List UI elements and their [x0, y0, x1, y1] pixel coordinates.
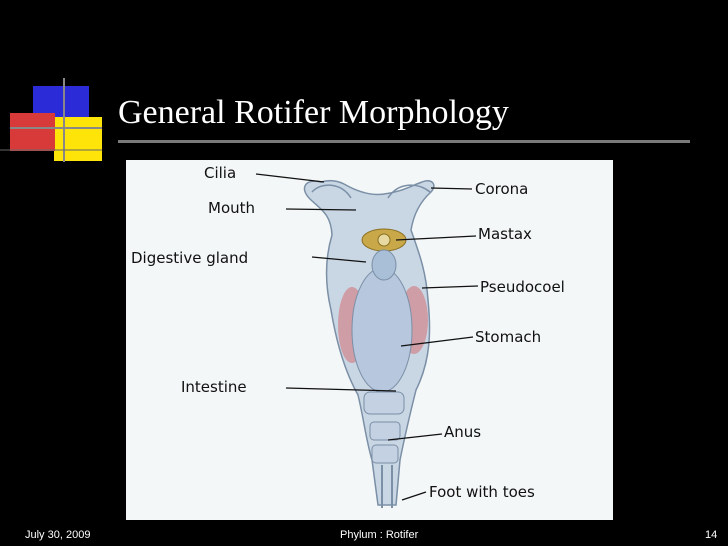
label-foot: Foot with toes	[429, 483, 535, 501]
label-digestive-gland: Digestive gland	[131, 249, 248, 267]
title-divider	[118, 140, 690, 143]
stomach-shape	[351, 267, 413, 393]
label-cilia: Cilia	[204, 164, 236, 182]
footer-title: Phylum : Rotifer	[340, 529, 419, 541]
label-stomach: Stomach	[475, 328, 541, 346]
footer-date: July 30, 2009	[25, 529, 91, 541]
corona-lobes	[311, 184, 431, 199]
page-number: 14	[705, 529, 718, 541]
intestine-segment	[363, 391, 405, 415]
label-anus: Anus	[444, 423, 481, 441]
label-mastax: Mastax	[478, 225, 532, 243]
digestive-gland-shape	[371, 249, 397, 281]
logo-yellow-square	[54, 117, 102, 161]
foot-segment-1	[369, 421, 401, 441]
label-intestine: Intestine	[181, 378, 247, 396]
rotifer-diagram: Cilia Mouth Digestive gland Intestine Co…	[126, 160, 613, 520]
logo-red-square	[10, 113, 55, 151]
mastax-core	[377, 233, 391, 247]
foot-segment-2	[371, 444, 399, 464]
label-pseudocoel: Pseudocoel	[480, 278, 565, 296]
slide-title: General Rotifer Morphology	[118, 94, 509, 131]
label-mouth: Mouth	[208, 199, 255, 217]
label-corona: Corona	[475, 180, 528, 198]
